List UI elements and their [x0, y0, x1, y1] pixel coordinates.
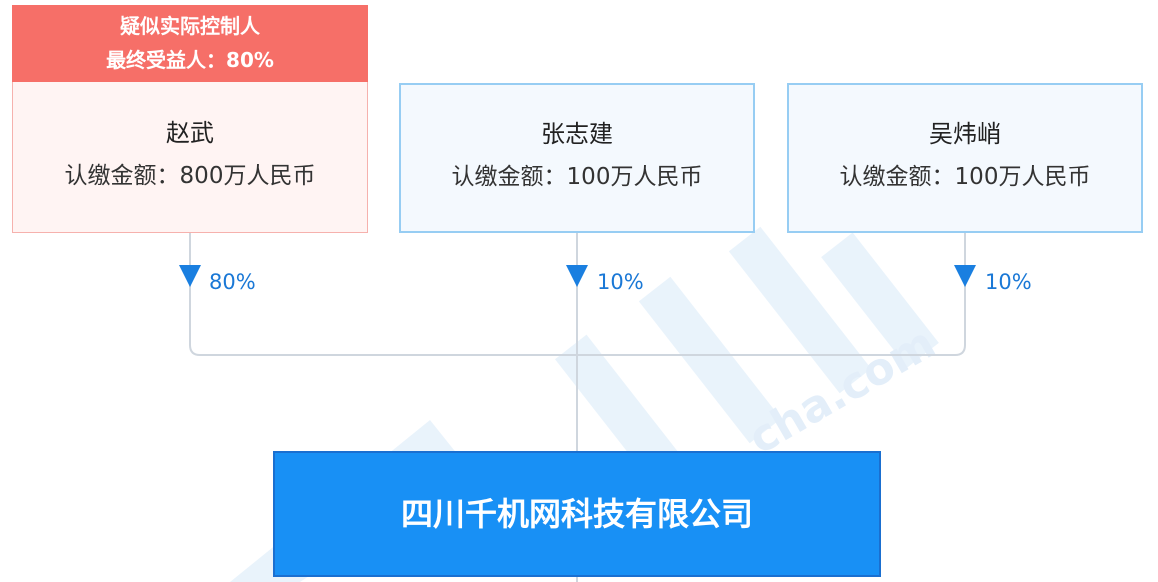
- shareholder-name[interactable]: 张志建: [541, 120, 613, 148]
- arrow-down-icon: [954, 265, 976, 287]
- shareholder-amount: 认缴金额：100万人民币: [839, 164, 1091, 190]
- badge-beneficiary: 最终受益人：80%: [106, 48, 274, 72]
- shareholder-name[interactable]: 赵武: [166, 119, 214, 147]
- share-percent-1: 80%: [209, 270, 256, 294]
- shareholder-card-2[interactable]: 张志建 认缴金额：100万人民币: [399, 83, 755, 233]
- actual-controller-badge: 疑似实际控制人 最终受益人：80%: [12, 5, 368, 82]
- badge-title: 疑似实际控制人: [120, 14, 260, 38]
- company-name[interactable]: 四川千机网科技有限公司: [400, 495, 753, 533]
- shareholder-amount: 认缴金额：100万人民币: [451, 164, 703, 190]
- share-percent-2: 10%: [597, 270, 644, 294]
- shareholder-card-3[interactable]: 吴炜峭 认缴金额：100万人民币: [787, 83, 1143, 233]
- arrow-down-icon: [179, 265, 201, 287]
- shareholder-name[interactable]: 吴炜峭: [929, 120, 1001, 148]
- share-percent-3: 10%: [985, 270, 1032, 294]
- shareholder-amount: 认缴金额：800万人民币: [64, 163, 316, 189]
- shareholder-card-1[interactable]: 赵武 认缴金额：800万人民币: [12, 82, 368, 233]
- arrow-down-icon: [566, 265, 588, 287]
- company-box[interactable]: 四川千机网科技有限公司: [273, 451, 881, 577]
